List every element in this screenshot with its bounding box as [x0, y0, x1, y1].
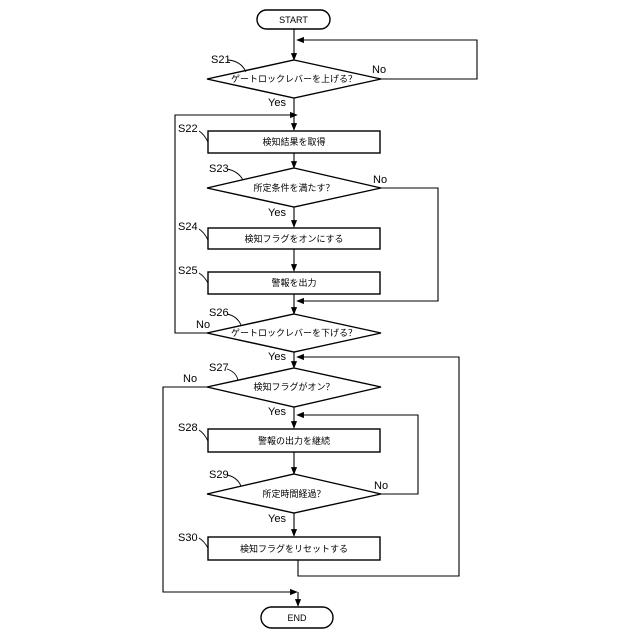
s25-label: S25: [178, 265, 198, 277]
s26-yes-label: Yes: [268, 351, 286, 363]
s27-text: 検知フラグがオン？: [253, 381, 334, 393]
start-label: START: [279, 15, 308, 25]
s24-leader: [199, 229, 208, 240]
s28-text: 警報の出力を継続: [258, 435, 330, 447]
s23-yes-label: Yes: [268, 207, 286, 219]
s25-text: 警報を出力: [271, 277, 316, 289]
start-terminal: START: [257, 10, 330, 29]
s27-leader: [227, 369, 238, 380]
s22-text: 検知結果を取得: [262, 136, 325, 148]
s26-leader: [227, 314, 241, 325]
step-s27: 検知フラグがオン？ S27 No Yes: [183, 362, 381, 418]
step-s25: 警報を出力 S25: [178, 265, 380, 294]
s29-no-label: No: [374, 480, 388, 492]
s21-text: ゲートロックレバーを上げる？: [231, 73, 357, 85]
s22-label: S22: [178, 123, 198, 135]
s27-no-label: No: [183, 373, 197, 385]
s29-label: S29: [209, 469, 229, 481]
step-s23: 所定条件を満たす？ S23 No Yes: [207, 163, 387, 219]
s29-leader: [227, 475, 241, 486]
s21-leader: [228, 60, 246, 72]
s26-text: ゲートロックレバーを下げる？: [231, 327, 357, 339]
step-s26: ゲートロックレバーを下げる？ S26 No Yes: [196, 307, 381, 363]
step-s22: 検知結果を取得 S22: [178, 123, 380, 153]
s23-text: 所定条件を満たす？: [253, 182, 334, 194]
s21-no-label: No: [372, 64, 386, 76]
s23-leader: [227, 169, 243, 180]
s30-label: S30: [178, 532, 198, 544]
s27-label: S27: [209, 362, 229, 374]
s28-leader: [199, 430, 208, 441]
s28-label: S28: [178, 422, 198, 434]
s29-text: 所定時間経過？: [262, 488, 325, 500]
s23-no-label: No: [373, 174, 387, 186]
s23-label: S23: [209, 163, 229, 175]
end-label: END: [287, 613, 307, 623]
s24-label: S24: [178, 221, 198, 233]
step-s29: 所定時間経過？ S29 No Yes: [207, 469, 388, 525]
s27-yes-label: Yes: [268, 406, 286, 418]
step-s24: 検知フラグをオンにする S24: [178, 221, 380, 249]
s21-label: S21: [211, 54, 231, 66]
s24-text: 検知フラグをオンにする: [244, 233, 343, 245]
s21-yes-label: Yes: [268, 97, 286, 109]
step-s30: 検知フラグをリセットする S30: [178, 532, 380, 560]
s30-leader: [199, 538, 208, 548]
step-s21: ゲートロックレバーを上げる？ S21 No Yes: [207, 54, 386, 109]
s25-leader: [199, 273, 208, 283]
step-s28: 警報の出力を継続 S28: [178, 422, 380, 452]
s22-leader: [199, 131, 208, 142]
s29-yes-label: Yes: [268, 513, 286, 525]
s26-no-label: No: [196, 319, 210, 331]
end-terminal: END: [261, 607, 333, 628]
s26-label: S26: [209, 307, 229, 319]
s30-text: 検知フラグをリセットする: [240, 543, 348, 555]
